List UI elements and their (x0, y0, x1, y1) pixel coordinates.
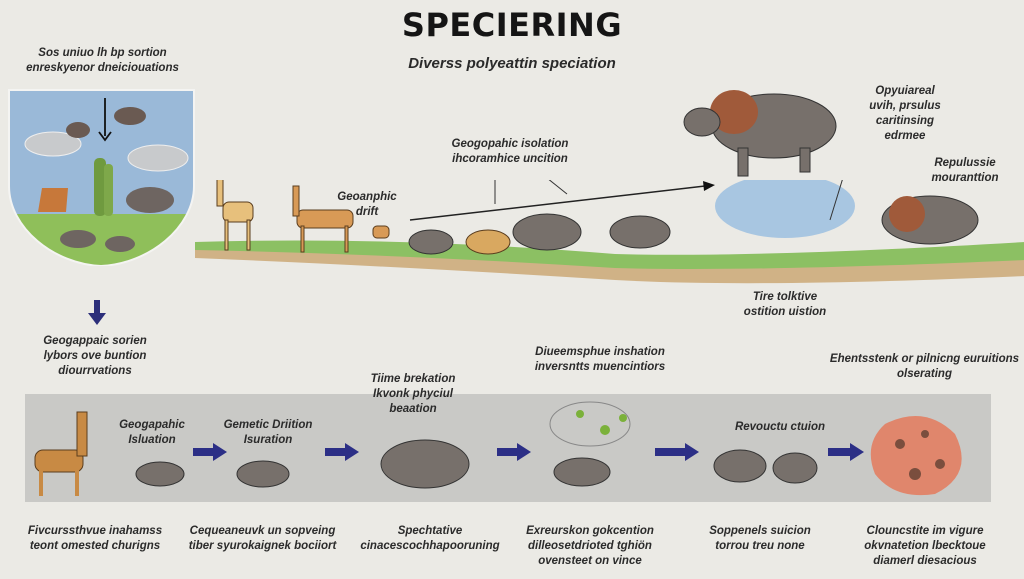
caption-line: okvnatetion lbecktoue (864, 540, 986, 552)
step-label-2: Gemetic Driition Isuration (218, 418, 318, 448)
label-line: ostition uistion (743, 306, 827, 318)
label-geographic-isolation: Geogopahic isolation ihcoramhice uncitio… (420, 137, 600, 167)
label-repulsive: Repulussie mouranttion (910, 156, 1020, 186)
label-line: inversntts muencintiors (534, 361, 666, 373)
caption-4: Exreurskon gokcention dilleosetdrioted t… (520, 524, 660, 569)
step-label-1: Geogapahic Isluation (112, 418, 192, 448)
evolution-timeline-illustration (195, 180, 1024, 290)
label-line: Ehentsstenk or pilnicng euruitions (829, 353, 1020, 365)
arrow-right-icon (497, 443, 531, 461)
caption-line: Geogappaic sorien (43, 335, 147, 347)
caption-line: Sos uniuo lh bp sortion (38, 47, 167, 59)
caption-3: Spechtative cinacescochhapooruning (355, 524, 505, 554)
caption-line: lybors ove buntion (43, 350, 147, 362)
caption-line: Cequeaneuvk un sopveing (189, 525, 336, 537)
down-arrow-icon (88, 300, 106, 326)
caption-line: tiber syurokaignek bociiort (188, 540, 337, 552)
caption-line: ovensteet on vince (538, 555, 642, 567)
label-population: Opyuiareal uvih, prsulus caritinsing edr… (850, 84, 960, 144)
arrow-right-icon (325, 443, 359, 461)
label-line: drift (355, 206, 379, 218)
caption-line: Fivcurssthvue inahamss (27, 525, 163, 537)
label-geographic-drift: Geoanphic drift (322, 190, 412, 220)
label-line: Geogopahic isolation (451, 138, 569, 150)
label-line: caritinsing (875, 115, 935, 127)
label-line: uvih, prsulus (869, 100, 941, 112)
label-line: mouranttion (931, 172, 999, 184)
label-line: Ikvonk phyciul (373, 388, 453, 400)
caption-line: Soppenels suicion (709, 525, 811, 537)
label-line: Repulussie (934, 157, 996, 169)
label-line: Tire tolktive (752, 291, 818, 303)
caption-line: Exreurskon gokcention (526, 525, 654, 537)
arrow-right-icon (193, 443, 227, 461)
step-label-5: Revouctu ctuion (725, 420, 835, 435)
label-line: Isluation (128, 434, 176, 446)
caption-line: torrou treu none (715, 540, 805, 552)
habitat-shield-illustration (8, 88, 195, 266)
caption-6: Clouncstite im vigure okvnatetion lbeckt… (855, 524, 995, 569)
label-line: beaation (389, 403, 437, 415)
shield-caption: Sos uniuo lh bp sortion enreskyenor dnei… (5, 46, 200, 76)
shield-below-caption: Geogappaic sorien lybors ove buntion dio… (5, 334, 185, 379)
caption-line: dilleosetdrioted tghiön (528, 540, 652, 552)
step-label-6: Ehentsstenk or pilnicng euruitions olser… (825, 352, 1024, 382)
step-label-4: Diueemsphue inshation inversntts muencin… (515, 345, 685, 375)
maned-beast-illustration (676, 82, 846, 182)
label-line: ihcoramhice uncition (452, 153, 568, 165)
caption-line: diamerl diesacious (873, 555, 977, 567)
label-line: Revouctu ctuion (734, 421, 826, 433)
caption-5: Soppenels suicion torrou treu none (700, 524, 820, 554)
label-tire: Tire tolktive ostition uistion (730, 290, 840, 320)
caption-line: Clouncstite im vigure (866, 525, 984, 537)
label-line: Isuration (243, 434, 293, 446)
arrow-right-icon (655, 443, 699, 461)
label-line: edrmee (884, 130, 926, 142)
step-label-3: Tiime brekation Ikvonk phyciul beaation (358, 372, 468, 417)
caption-line: cinacescochhapooruning (360, 540, 500, 552)
label-line: Geogapahic (119, 419, 185, 431)
caption-line: enreskyenor dneiciouations (26, 62, 179, 74)
caption-2: Cequeaneuvk un sopveing tiber syurokaign… (185, 524, 340, 554)
caption-line: teont omested churigns (29, 540, 161, 552)
label-line: Gemetic Driition (223, 419, 313, 431)
arrow-right-icon (828, 443, 864, 461)
caption-1: Fivcurssthvue inahamss teont omested chu… (20, 524, 170, 554)
label-line: Geoanphic (337, 191, 397, 203)
page-title: SPECIERING (401, 6, 623, 44)
caption-line: Spechtative (397, 525, 463, 537)
label-line: olserating (897, 368, 952, 380)
label-line: Diueemsphue inshation (535, 346, 665, 358)
label-line: Opyuiareal (875, 85, 935, 97)
caption-line: diourrvations (58, 365, 132, 377)
label-line: Tiime brekation (370, 373, 456, 385)
page-subtitle: Diverss polyeattin speciation (408, 55, 616, 72)
giraffe-large (216, 180, 254, 251)
